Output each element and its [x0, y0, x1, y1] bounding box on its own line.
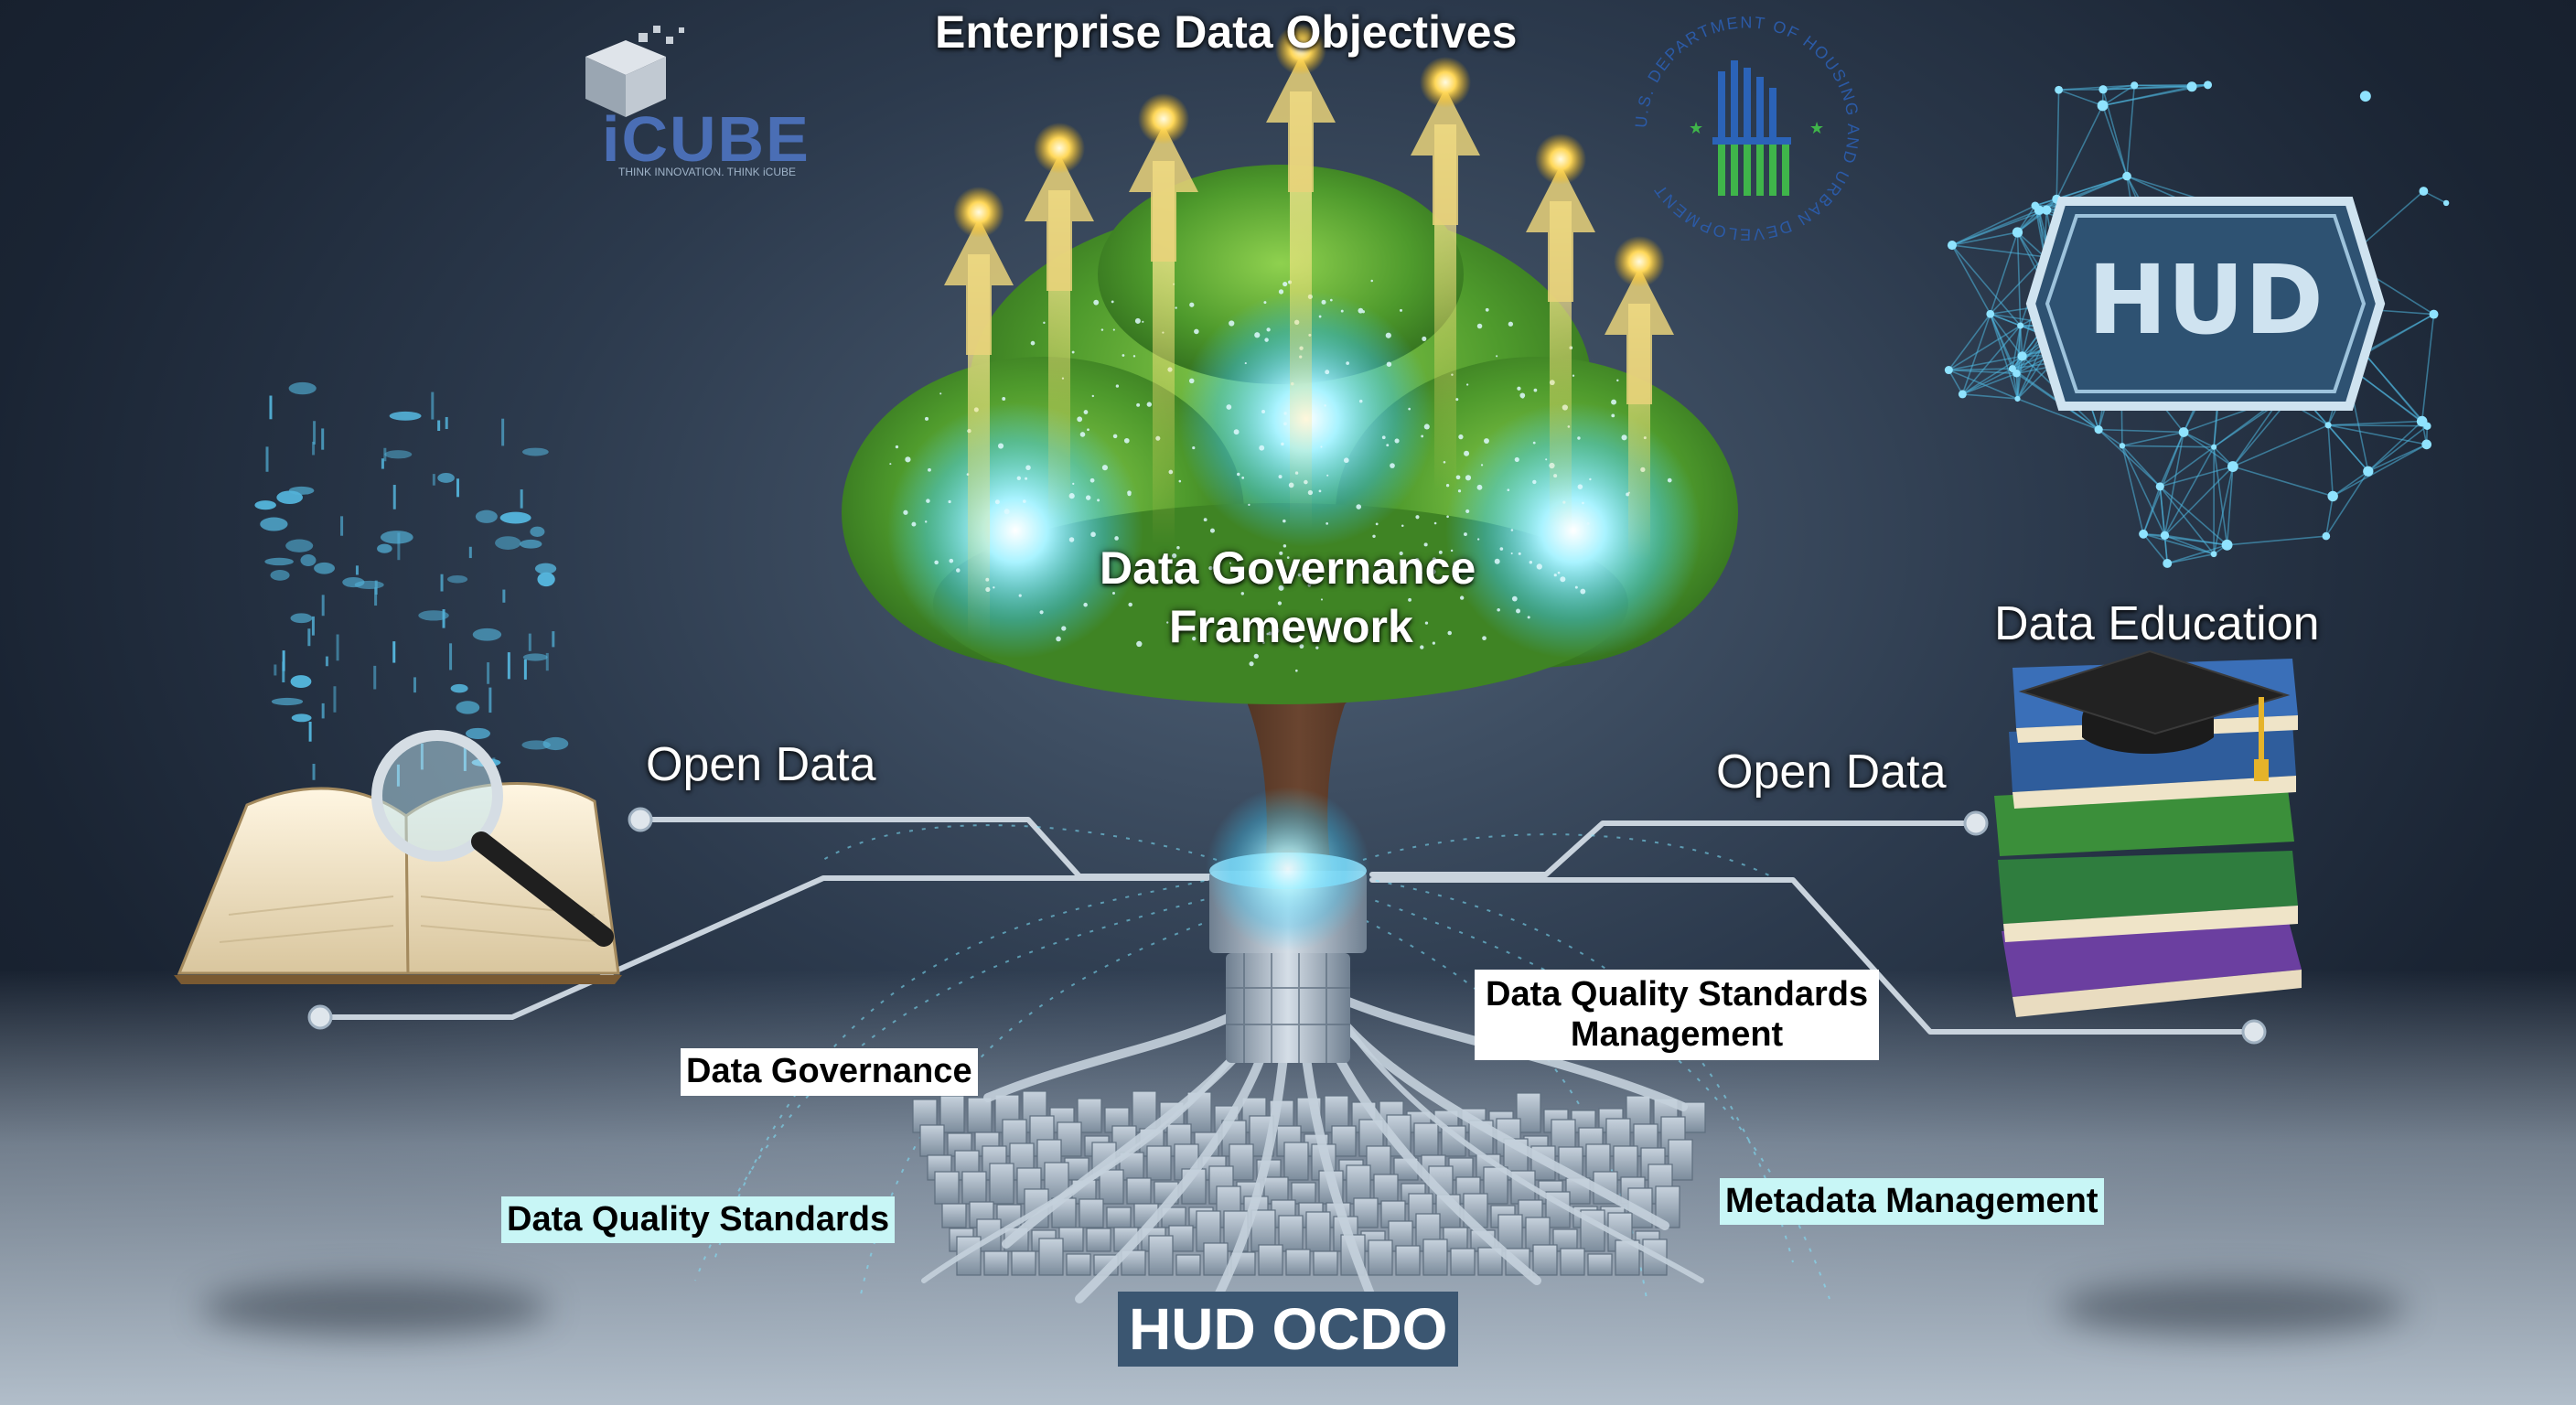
connector-open-data-right [1369, 820, 1979, 877]
objective-arrows [944, 24, 1674, 638]
connector-node-open-data-left [628, 807, 653, 832]
hud-badge-text: HUD [2088, 244, 2324, 356]
connector-book [317, 875, 1210, 1020]
svg-text:★: ★ [1689, 119, 1703, 137]
open-data-left-label: Open Data [646, 738, 876, 791]
canopy-label-line2: Framework [1169, 601, 1413, 652]
seal-emblem: ★ ★ [1689, 60, 1824, 196]
hud-ocdo-label: HUD OCDO [1118, 1292, 1459, 1367]
magnifier-icon [371, 730, 503, 862]
connector-node-books [2241, 1019, 2267, 1045]
data-education-label: Data Education [1994, 597, 2320, 650]
left-floor-shadow [201, 1281, 549, 1335]
icube-tagline: THINK INNOVATION. THINK iCUBE [618, 166, 796, 178]
svg-text:★: ★ [1809, 119, 1824, 137]
hud-badge-logo: HUD [2025, 197, 2386, 411]
icube-wordmark: iCUBE [602, 103, 810, 175]
data-governance-label: Data Governance [681, 1048, 978, 1096]
connector-books [1369, 877, 2257, 1035]
page-title: Enterprise Data Objectives [935, 6, 1518, 58]
graduation-cap-icon [2018, 649, 2291, 781]
dq-standards-management-line1: Data Quality Standards [1486, 975, 1869, 1014]
connector-node-open-data-right [1963, 810, 1989, 836]
canopy-label-line1: Data Governance [1100, 542, 1476, 594]
data-quality-standards-label: Data Quality Standards [501, 1196, 896, 1243]
right-floor-shadow [2058, 1281, 2406, 1335]
dq-standards-management-label: Data Quality Standards Management [1475, 970, 1880, 1061]
open-data-right-label: Open Data [1716, 745, 1947, 799]
metadata-management-label: Metadata Management [1720, 1178, 2104, 1225]
connector-node-book [307, 1004, 333, 1030]
dq-standards-management-line2: Management [1570, 1014, 1784, 1054]
